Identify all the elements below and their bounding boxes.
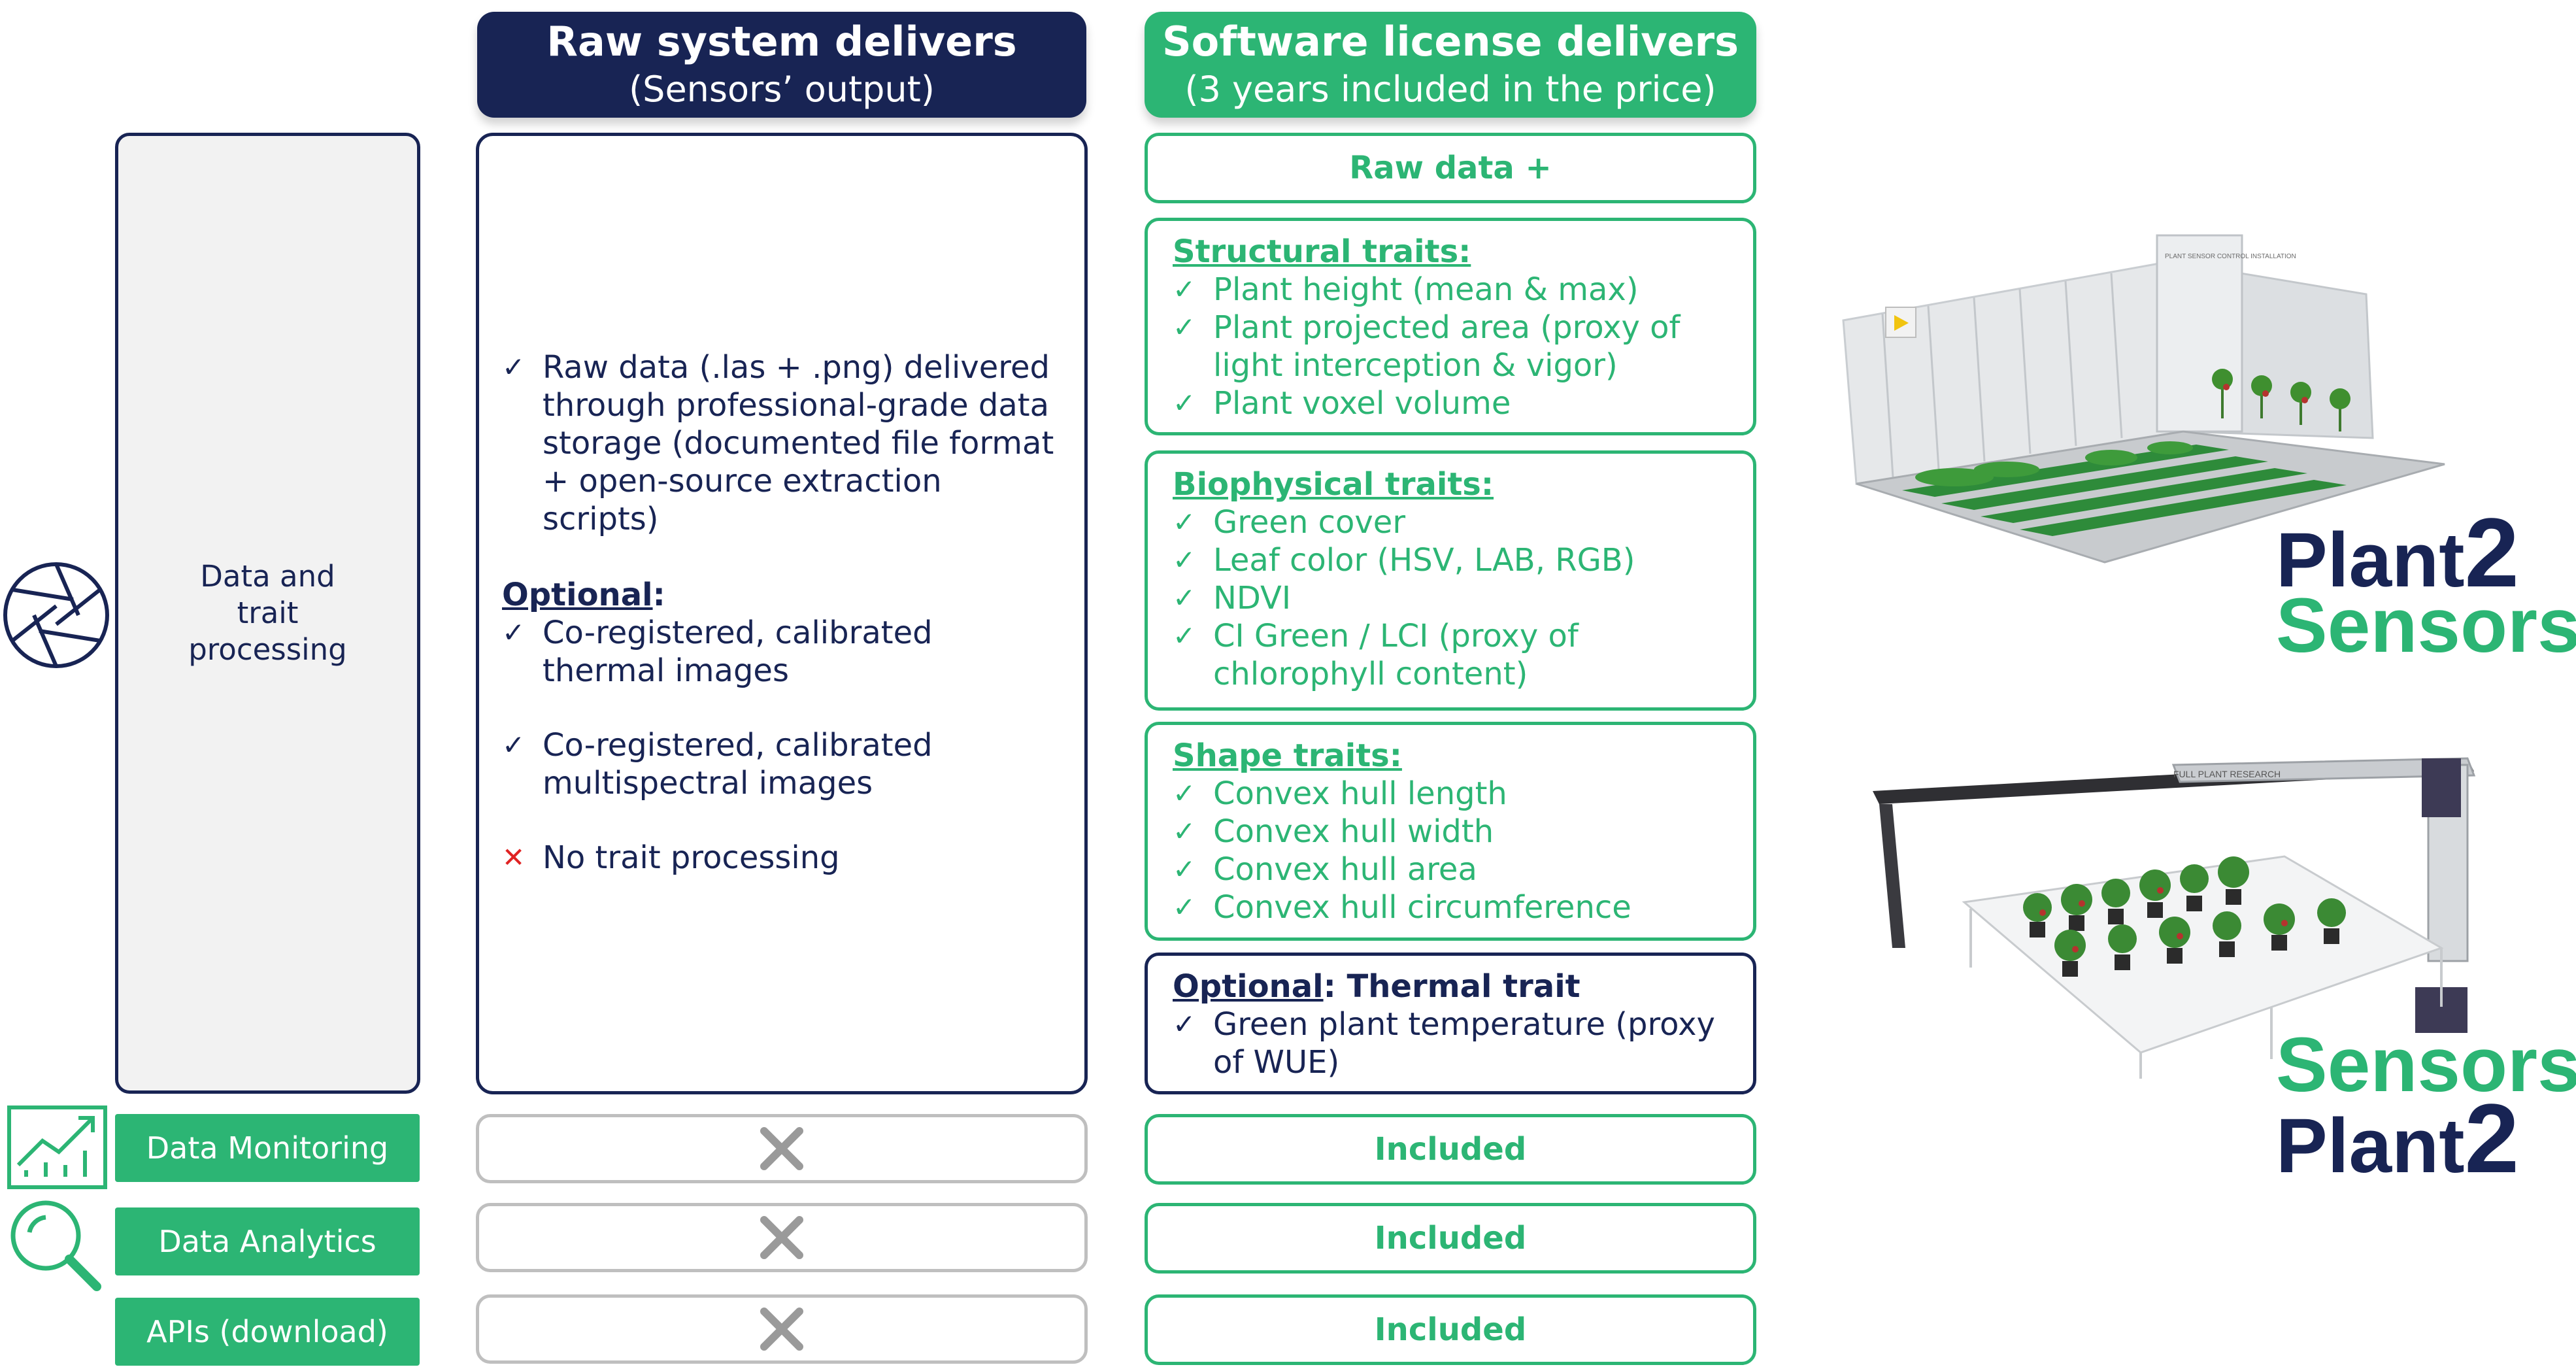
check-icon: ✓ bbox=[1173, 544, 1196, 576]
raw-optional-item: ✓ Co-registered, calibrated thermal imag… bbox=[502, 614, 1064, 690]
cross-icon bbox=[760, 1127, 803, 1170]
raw-apis-cell bbox=[476, 1294, 1088, 1364]
label-monitoring-text: Data Monitoring bbox=[146, 1130, 389, 1166]
thermal-trait-title: Optional: Thermal trait bbox=[1173, 968, 1581, 1005]
software-license-header: Software license delivers (3 years inclu… bbox=[1145, 12, 1756, 118]
trait-item: ✓Convex hull circumference bbox=[1173, 889, 1631, 926]
raw-plus-text: Raw data + bbox=[1349, 150, 1552, 186]
logo-word-sensors: Sensors bbox=[2276, 1022, 2576, 1108]
raw-monitoring-cell bbox=[476, 1114, 1088, 1183]
thermal-trait-box: Optional: Thermal trait ✓Green plant tem… bbox=[1145, 953, 1756, 1094]
label-analytics-text: Data Analytics bbox=[158, 1224, 376, 1259]
raw-no-trait-text: No trait processing bbox=[543, 839, 840, 876]
shape-traits-title: Shape traits: bbox=[1173, 737, 1402, 774]
check-icon: ✓ bbox=[502, 729, 526, 761]
check-icon: ✓ bbox=[1173, 311, 1196, 343]
raw-optional-heading: Optional: bbox=[502, 577, 665, 613]
logo-word-plant: Plant bbox=[2276, 517, 2465, 603]
trait-item: ✓Convex hull area bbox=[1173, 851, 1477, 888]
trait-item: ✓Leaf color (HSV, LAB, RGB) bbox=[1173, 542, 1635, 579]
gantry-label: FULL PLANT RESEARCH bbox=[2173, 769, 2281, 779]
logo-mark-2: 2 bbox=[2464, 1083, 2519, 1193]
included-text: Included bbox=[1374, 1311, 1527, 1348]
raw-system-panel: ✓ Raw data (.las + .png) delivered throu… bbox=[476, 133, 1088, 1094]
check-icon: ✓ bbox=[502, 616, 526, 649]
camera-aperture-icon bbox=[3, 562, 109, 668]
machine-label: PLANT SENSOR CONTROL INSTALLATION bbox=[2165, 253, 2296, 260]
cross-icon bbox=[760, 1216, 803, 1259]
logo-word-plant: Plant bbox=[2276, 1103, 2465, 1189]
cross-icon: ✕ bbox=[502, 841, 526, 873]
cross-icon bbox=[760, 1308, 803, 1351]
raw-header-title: Raw system delivers bbox=[546, 18, 1017, 65]
shape-traits-box: Shape traits: ✓Convex hull length ✓Conve… bbox=[1145, 722, 1756, 941]
software-analytics-included: Included bbox=[1145, 1203, 1756, 1274]
trait-item: ✓Plant height (mean & max) bbox=[1173, 271, 1639, 308]
trait-item: ✓Convex hull width bbox=[1173, 813, 1494, 850]
biophysical-traits-box: Biophysical traits: ✓Green cover ✓Leaf c… bbox=[1145, 450, 1756, 711]
trait-item: ✓Plant projected area (proxy of light in… bbox=[1173, 309, 1681, 384]
raw-analytics-cell bbox=[476, 1203, 1088, 1272]
label-data-trait-processing: Data and trait processing bbox=[115, 133, 420, 1094]
plant-sensors-machine-illustration: PLANT SENSOR CONTROL INSTALLATION bbox=[1842, 234, 2445, 564]
included-text: Included bbox=[1374, 1220, 1527, 1257]
raw-system-header: Raw system delivers (Sensors’ output) bbox=[477, 12, 1086, 118]
raw-optional-item: ✓ Co-registered, calibrated multispectra… bbox=[502, 726, 1064, 802]
analytics-magnifier-icon bbox=[10, 1200, 101, 1291]
software-header-subtitle: (3 years included in the price) bbox=[1184, 69, 1716, 110]
sensors-plant-gantry-illustration: FULL PLANT RESEARCH bbox=[1873, 757, 2476, 1079]
software-apis-included: Included bbox=[1145, 1294, 1756, 1365]
raw-no-trait-item: ✕ No trait processing bbox=[502, 839, 1064, 877]
label-apis-text: APIs (download) bbox=[146, 1314, 388, 1349]
check-icon: ✓ bbox=[1173, 620, 1196, 652]
software-monitoring-included: Included bbox=[1145, 1114, 1756, 1185]
check-icon: ✓ bbox=[1173, 891, 1196, 923]
software-raw-plus: Raw data + bbox=[1145, 133, 1756, 203]
check-icon: ✓ bbox=[1173, 853, 1196, 885]
trait-item: ✓Plant voxel volume bbox=[1173, 385, 1511, 422]
structural-traits-box: Structural traits: ✓Plant height (mean &… bbox=[1145, 218, 1756, 435]
biophysical-traits-title: Biophysical traits: bbox=[1173, 466, 1494, 503]
label-processing-text: Data and trait processing bbox=[188, 559, 347, 667]
raw-system-content: ✓ Raw data (.las + .png) delivered throu… bbox=[502, 348, 1064, 877]
check-icon: ✓ bbox=[1173, 777, 1196, 809]
logo-word-sensors: Sensors bbox=[2276, 582, 2576, 669]
check-icon: ✓ bbox=[1173, 582, 1196, 614]
trait-item: ✓NDVI bbox=[1173, 580, 1292, 616]
check-icon: ✓ bbox=[502, 351, 526, 383]
raw-header-subtitle: (Sensors’ output) bbox=[629, 69, 935, 110]
raw-item-text: Raw data (.las + .png) delivered through… bbox=[543, 349, 1054, 537]
trait-item: ✓CI Green / LCI (proxy of chlorophyll co… bbox=[1173, 618, 1579, 692]
check-icon: ✓ bbox=[1173, 273, 1196, 305]
trait-item: ✓Convex hull length bbox=[1173, 775, 1507, 812]
included-text: Included bbox=[1374, 1131, 1527, 1168]
logo-mark-2: 2 bbox=[2464, 498, 2519, 607]
check-icon: ✓ bbox=[1173, 506, 1196, 538]
software-header-title: Software license delivers bbox=[1162, 18, 1739, 65]
structural-traits-title: Structural traits: bbox=[1173, 233, 1471, 270]
trait-item: ✓Green cover bbox=[1173, 504, 1406, 541]
check-icon: ✓ bbox=[1173, 1008, 1196, 1040]
label-data-analytics: Data Analytics bbox=[115, 1207, 420, 1275]
label-data-monitoring: Data Monitoring bbox=[115, 1114, 420, 1182]
raw-optional-text: Co-registered, calibrated multispectral … bbox=[543, 727, 933, 802]
monitoring-chart-icon bbox=[7, 1105, 107, 1189]
sensors2plant-logo: Sensors Plant2 bbox=[2276, 1022, 2576, 1187]
trait-item: ✓Green plant temperature (proxy of WUE) bbox=[1173, 1006, 1715, 1081]
check-icon: ✓ bbox=[1173, 815, 1196, 847]
plant2sensors-logo: Plant2 Sensors bbox=[2276, 503, 2576, 664]
label-apis-download: APIs (download) bbox=[115, 1298, 420, 1366]
raw-optional-text: Co-registered, calibrated thermal images bbox=[543, 615, 933, 689]
check-icon: ✓ bbox=[1173, 387, 1196, 419]
raw-item-check: ✓ Raw data (.las + .png) delivered throu… bbox=[502, 348, 1064, 538]
